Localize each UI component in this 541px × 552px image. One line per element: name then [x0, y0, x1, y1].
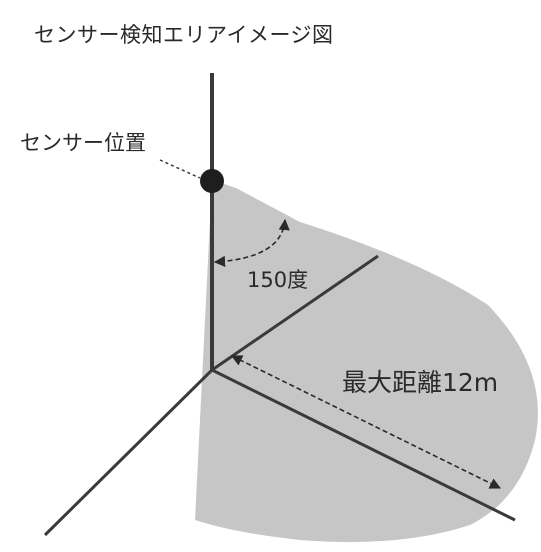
- detection-area: [195, 180, 538, 543]
- sensor-position-label: センサー位置: [20, 131, 146, 155]
- sensor-dot: [200, 169, 224, 193]
- angle-label: 150度: [247, 268, 309, 292]
- diagram-title: センサー検知エリアイメージ図: [34, 23, 334, 47]
- floor-axis-back: [211, 254, 379, 372]
- floor-axis-left: [43, 368, 214, 537]
- sensor-leader-line: [159, 159, 201, 179]
- angle-arc: [213, 218, 290, 267]
- max-distance-label: 最大距離12m: [342, 368, 499, 397]
- distance-arrow: [230, 355, 502, 489]
